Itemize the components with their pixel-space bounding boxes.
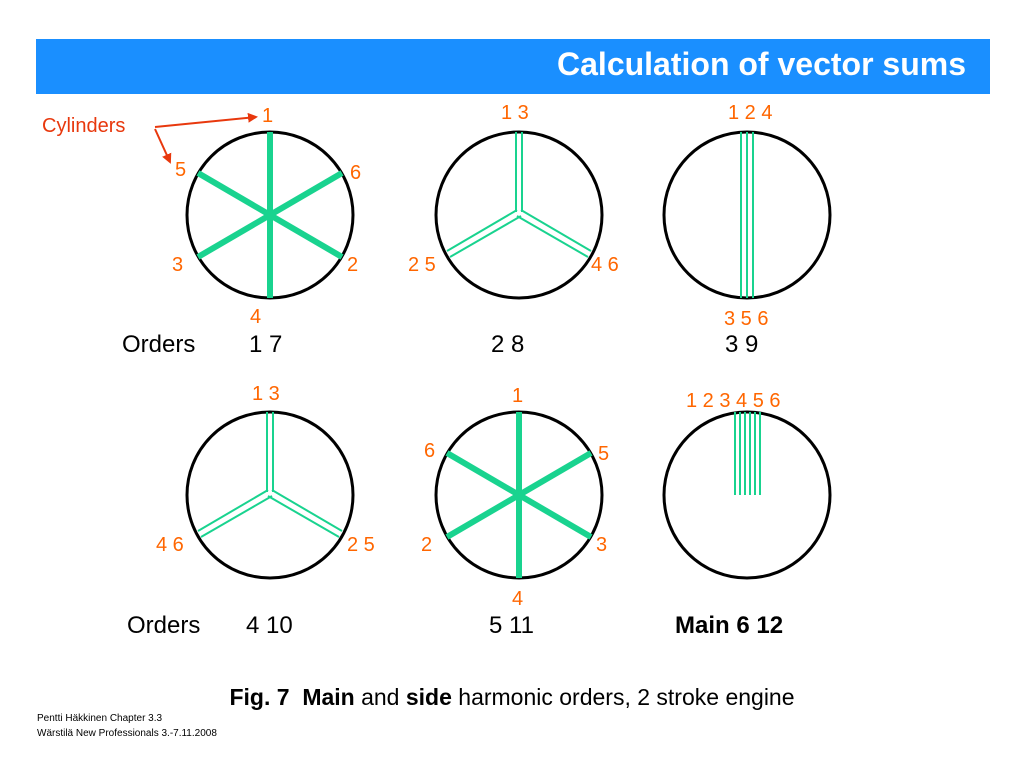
orders-value-main: Main 6 12 [675,612,783,639]
diagram-4: 1 3 2 5 4 6 [156,383,375,580]
diagram-6: 1 2 3 4 5 6 [662,390,832,580]
vectors-2 [446,132,592,258]
caption-side: side [405,684,452,710]
label-cyl: 6 [424,440,435,462]
caption-and: and [361,684,400,710]
label-cyl: 1 [262,105,273,127]
label-cyl: 3 [596,534,607,556]
orders-value: 1 7 [249,331,282,358]
label-cyl: 3 [172,254,183,276]
orders-value: 4 10 [246,612,293,639]
footer-line-1: Pentti Häkkinen Chapter 3.3 [37,713,163,724]
label-cyl: 1 [512,385,523,407]
label-cyl: 4 6 [591,254,619,276]
label-cyl: 1 2 3 4 5 6 [686,390,781,412]
cylinders-arrow-2 [154,128,172,164]
label-cyl: 1 3 [252,383,280,405]
label-cyl: 6 [350,162,361,184]
vectors-4 [197,412,343,538]
diagram-1: 1 6 2 4 3 5 [172,105,361,328]
orders-word-1: Orders [122,331,195,358]
label-cyl: 5 [175,159,186,181]
label-cyl: 2 5 [347,534,375,556]
circle-4 [185,410,355,580]
caption-fig: Fig. 7 [229,684,290,710]
label-cyl: 1 3 [501,102,529,124]
vectors-3 [740,132,754,298]
label-cyl: 4 [250,306,261,328]
vector-1-2 [268,212,344,260]
label-cyl: 2 [347,254,358,276]
vector-1-5 [196,170,272,218]
caption-rest: harmonic orders, 2 stroke engine [458,684,795,710]
diagram-3: 1 2 4 3 5 6 [662,102,832,330]
label-cyl: 4 6 [156,534,184,556]
orders-value: 3 9 [725,331,758,358]
label-cyl: 5 [598,443,609,465]
caption-main: Main [302,684,355,710]
vectors-5 [445,412,593,578]
diagram-5: 1 5 3 4 2 6 [421,385,609,610]
vectors-6 [734,412,761,495]
label-cyl: 4 [512,588,523,610]
label-cyl: 1 2 4 [728,102,772,124]
vector-1-3 [196,212,272,260]
figure-caption: Fig. 7 Main and side harmonic orders, 2 … [0,684,1024,711]
diagram-2: 1 3 4 6 2 5 [408,102,619,300]
orders-value: 2 8 [491,331,524,358]
cylinders-label: Cylinders [42,115,125,137]
vector-1-6 [268,170,344,218]
title-bar: Calculation of vector sums [36,39,990,94]
vectors-1 [196,132,344,298]
orders-word-2: Orders [127,612,200,639]
label-cyl: 2 [421,534,432,556]
footer-line-2: Wärstilä New Professionals 3.-7.11.2008 [37,728,217,739]
cylinders-arrow-1 [154,112,258,128]
circle-6 [662,410,832,580]
circle-2 [434,130,604,300]
label-cyl: 2 5 [408,254,436,276]
orders-value: 5 11 [489,612,534,639]
page-title: Calculation of vector sums [557,46,966,82]
label-cyl: 3 5 6 [724,308,768,330]
